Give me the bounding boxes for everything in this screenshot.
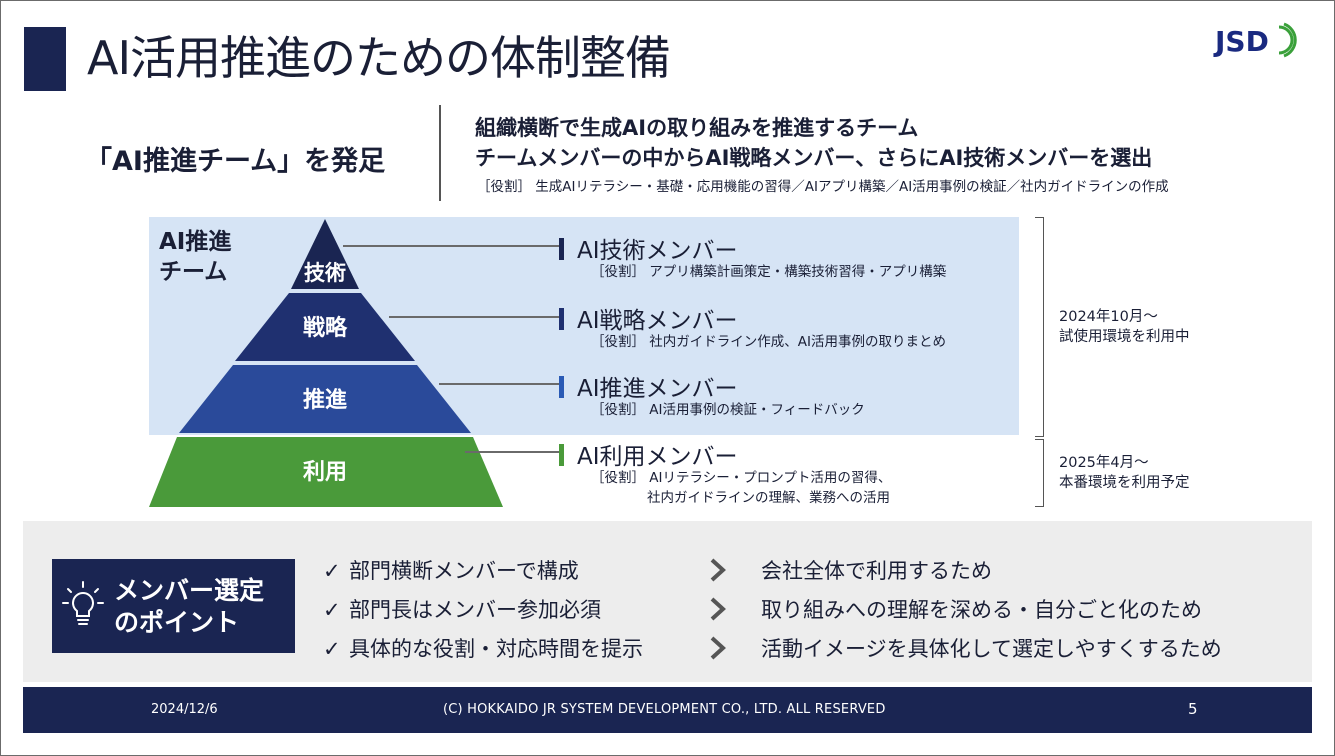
footer: 2024/12/6 (C) HOKKAIDO JR SYSTEM DEVELOP… [23,687,1312,733]
selection-point-3: ✓ 具体的な役割・対応時間を提示 [323,633,643,663]
pyramid-level-promotion [179,365,471,433]
check-icon: ✓ [323,598,341,622]
member-usage-role: ［役割］ AIリテラシー・プロンプト活用の習得、 社内ガイドラインの理解、業務へ… [591,468,891,508]
ai-team-label-line-2: チーム [159,259,228,285]
footer-date: 2024/12/6 [151,702,218,717]
member-strategy-role: ［役割］ 社内ガイドライン作成、AI活用事例の取りまとめ [591,334,947,350]
trial-period: 2024年10月～ 試使用環境を利用中 [1059,307,1190,347]
connector-usage [465,451,559,453]
org-pyramid: 技術 戦略 推進 利用 [149,219,503,507]
divider [439,105,441,201]
trial-period-text: 試使用環境を利用中 [1059,329,1190,345]
selection-reason-2: 取り組みへの理解を深める・自分ごと化のため [761,598,1202,622]
selection-points-badge: メンバー選定 のポイント [52,559,295,653]
pyramid-level-strategy [235,293,415,361]
logo-text: JSD [1213,25,1269,58]
member-promotion-bar [559,376,564,398]
ai-team-label-line-1: AI推進 [159,229,232,255]
chevron-right-icon [710,636,726,660]
check-icon: ✓ [323,637,341,661]
company-logo: JSD [1213,22,1297,58]
check-icon: ✓ [323,559,341,583]
selection-point-text: 部門横断メンバーで構成 [349,559,579,583]
footer-copyright: (C) HOKKAIDO JR SYSTEM DEVELOPMENT CO., … [443,702,886,717]
description-line-1: 組織横断で生成AIの取り組みを推進するチーム [475,116,919,140]
production-period-bracket [1035,439,1044,507]
member-usage-role-line-2: 社内ガイドラインの理解、業務への活用 [647,490,890,506]
pyramid-level-tech [291,219,359,289]
title-accent-bar [24,27,66,91]
selection-point-text: 具体的な役割・対応時間を提示 [349,637,643,661]
member-usage-name: AI利用メンバー [577,444,738,470]
description-line-2: チームメンバーの中からAI戦略メンバー、さらにAI技術メンバーを選出 [475,146,1153,170]
team-launch-heading: 「AI推進チーム」を発足 [85,146,386,177]
member-tech-name: AI技術メンバー [577,238,738,264]
production-period: 2025年4月～ 本番環境を利用予定 [1059,453,1190,493]
connector-promotion [439,383,559,385]
member-strategy-name: AI戦略メンバー [577,308,738,334]
production-period-text: 本番環境を利用予定 [1059,475,1190,491]
selection-point-text: 部門長はメンバー参加必須 [349,598,601,622]
lightbulb-icon [62,581,104,625]
pyramid-level-usage [149,437,503,507]
page-number: 5 [1188,700,1198,718]
member-usage-bar [559,444,564,466]
selection-point-2: ✓ 部門長はメンバー参加必須 [323,594,601,624]
pyramid-label-promotion: 推進 [303,388,347,413]
member-promotion-name: AI推進メンバー [577,376,738,402]
connector-strategy [389,316,559,318]
production-period-date: 2025年4月～ [1059,455,1149,471]
member-tech-bar [559,238,564,260]
member-tech-role: ［役割］ アプリ構築計画策定・構築技術習得・アプリ構築 [591,264,947,280]
team-role: ［役割］ 生成AIリテラシー・基礎・応用機能の習得／AIアプリ構築／AI活用事例… [477,179,1169,195]
pyramid-label-usage: 利用 [303,460,347,485]
selection-points-title: メンバー選定 のポイント [114,575,264,639]
member-promotion-role: ［役割］ AI活用事例の検証・フィードバック [591,402,865,418]
selection-reason-3: 活動イメージを具体化して選定しやすくするため [761,637,1222,661]
chevron-right-icon [710,558,726,582]
selection-reason-1: 会社全体で利用するため [761,559,992,583]
ai-team-label: AI推進 チーム [159,227,231,287]
selection-points-title-line-1: メンバー選定 [114,576,265,605]
member-strategy-bar [559,308,564,330]
trial-period-date: 2024年10月～ [1059,309,1158,325]
page-title: AI活用推進のための体制整備 [87,31,671,85]
pyramid-label-strategy: 戦略 [303,315,348,341]
pyramid-label-tech: 技術 [304,261,346,285]
trial-period-bracket [1035,217,1044,437]
selection-points-title-line-2: のポイント [114,608,240,637]
member-usage-role-line-1: ［役割］ AIリテラシー・プロンプト活用の習得、 [591,470,892,486]
connector-tech [343,245,559,247]
selection-point-1: ✓ 部門横断メンバーで構成 [323,555,579,585]
chevron-right-icon [710,597,726,621]
